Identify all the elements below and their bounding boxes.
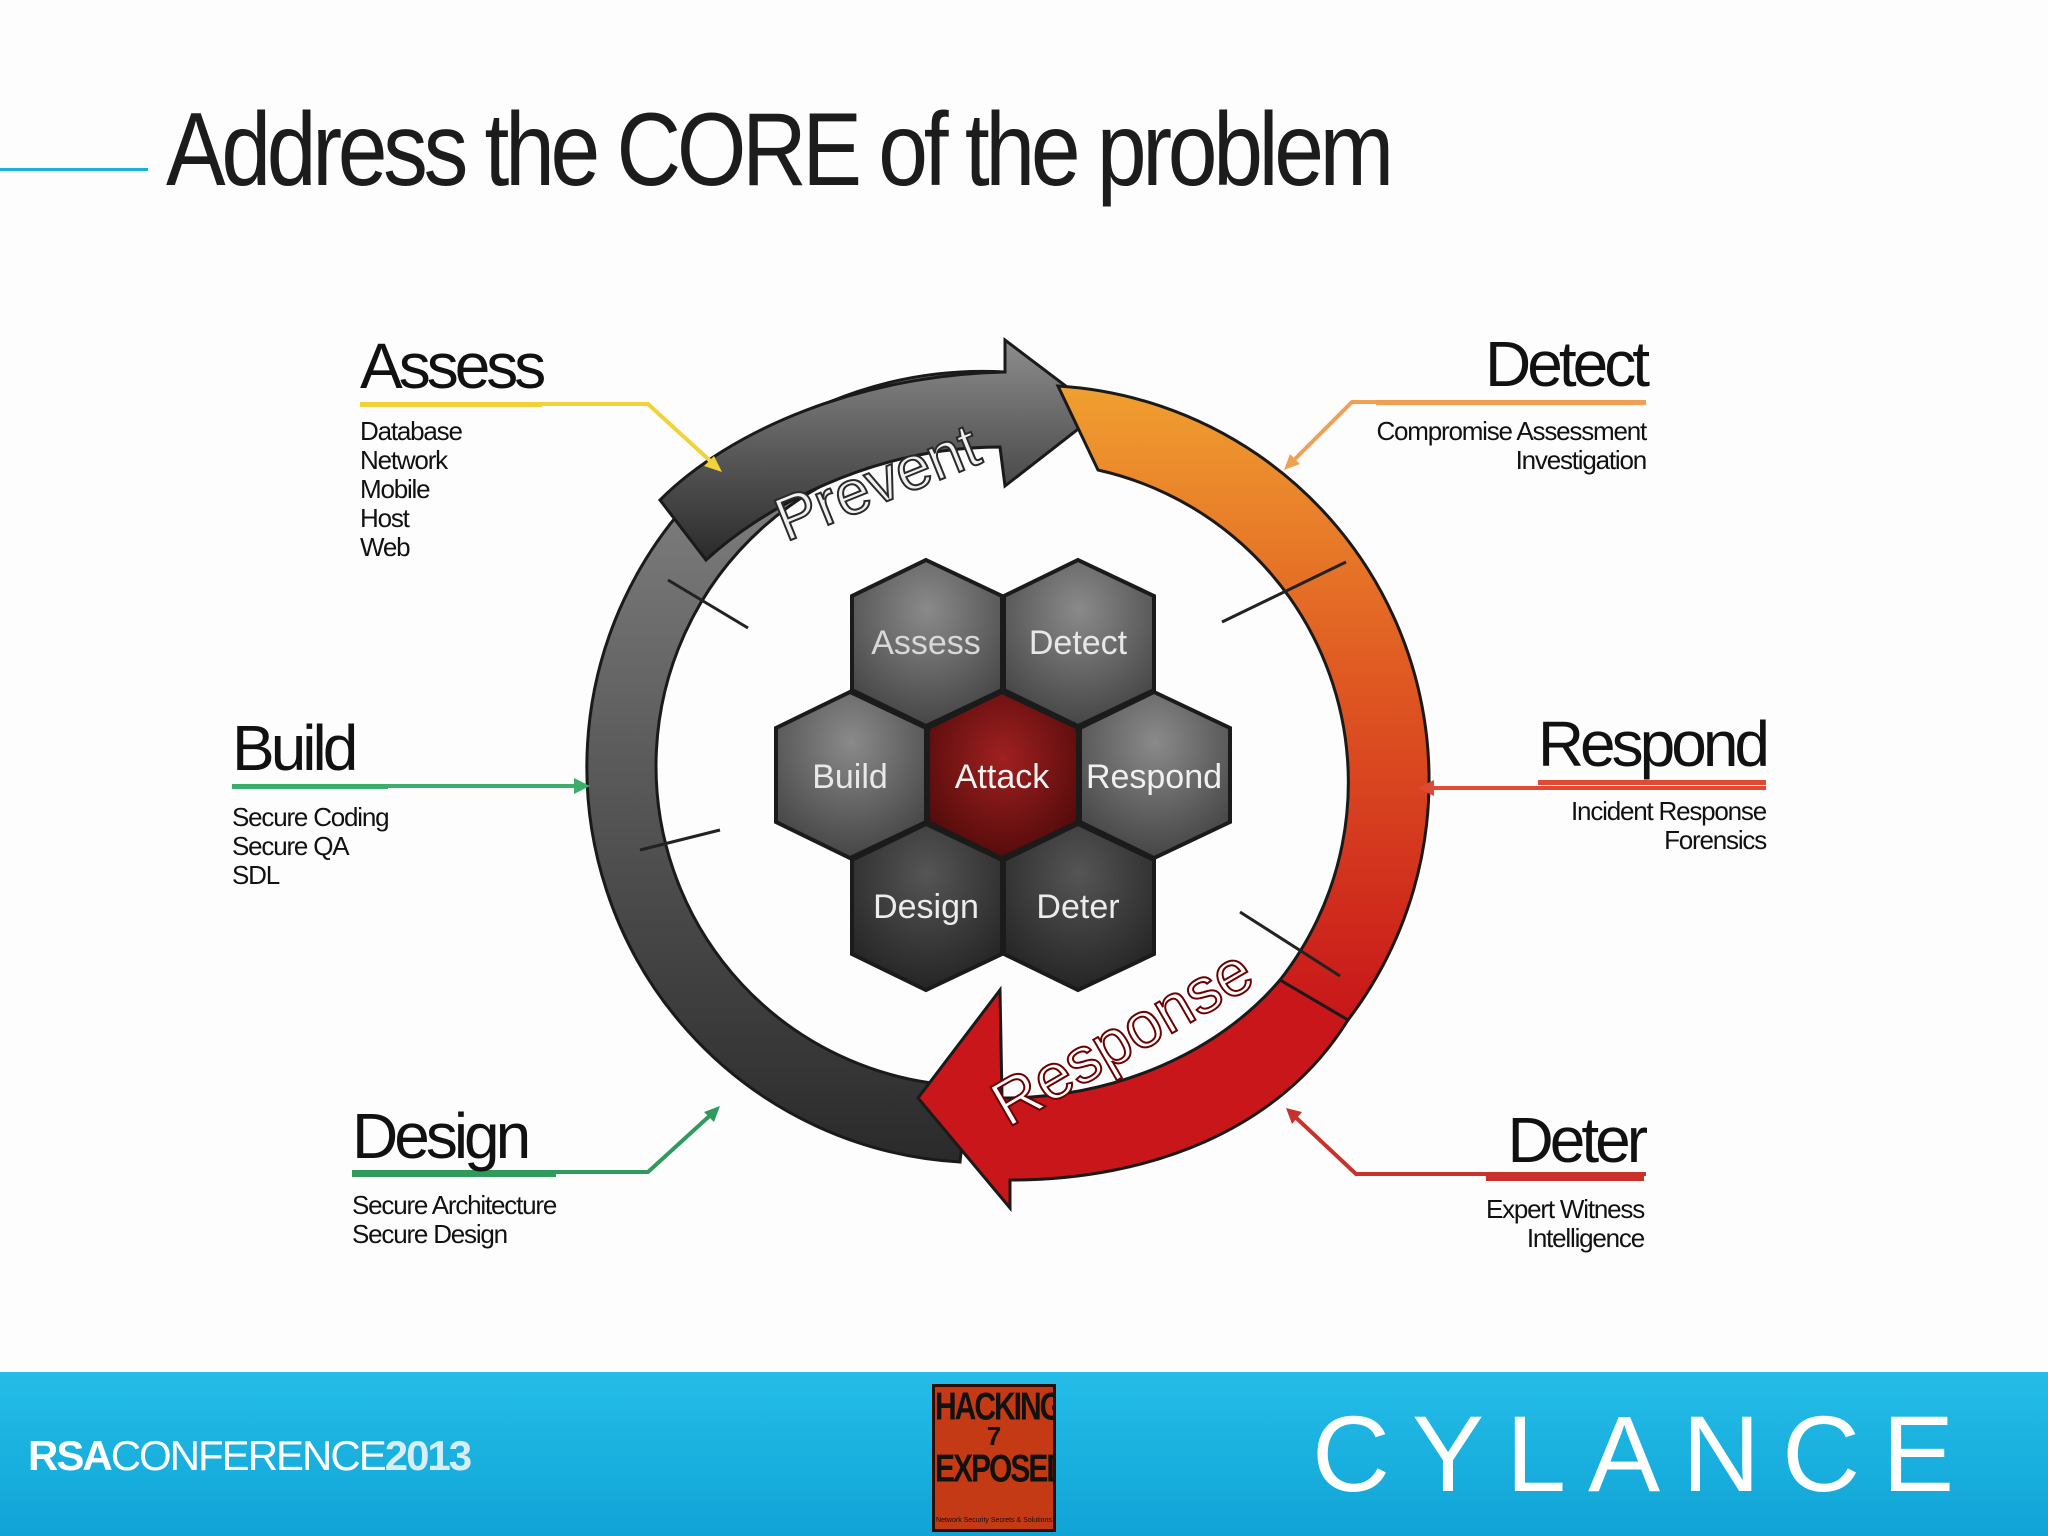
callout-detect: Detect Compromise Assessment Investigati… — [1376, 332, 1646, 475]
callout-item: Investigation — [1376, 446, 1646, 475]
callout-deter: Deter Expert Witness Intelligence — [1486, 1108, 1644, 1253]
hex-detect-label: Detect — [1029, 624, 1128, 662]
hacking-exposed-book-cover: HACKING 7 EXPOSED Network Security Secre… — [932, 1384, 1056, 1532]
book-subtitle: Network Security Secrets & Solutions — [935, 1517, 1053, 1525]
rsa-text: RSA — [28, 1432, 111, 1479]
callout-item: Mobile — [360, 475, 542, 504]
callout-detect-heading: Detect — [1376, 332, 1646, 405]
hex-attack-label: Attack — [955, 758, 1050, 796]
callout-design: Design Secure Architecture Secure Design — [352, 1104, 556, 1249]
book-title-line1: HACKING — [935, 1389, 1053, 1428]
callout-item: Incident Response — [1538, 797, 1766, 826]
callout-item: Compromise Assessment — [1376, 417, 1646, 446]
rsa-conference-logo: RSACONFERENCE2013 — [28, 1432, 470, 1480]
hex-design: Design — [852, 824, 1002, 990]
callout-respond-heading: Respond — [1538, 712, 1766, 785]
callout-item: Expert Witness — [1486, 1195, 1644, 1224]
hex-deter-label: Deter — [1036, 888, 1119, 926]
conference-text: CONFERENCE — [111, 1432, 385, 1479]
callout-item: Secure Design — [352, 1220, 556, 1249]
callout-assess-heading: Assess — [360, 334, 542, 407]
hex-deter: Deter — [1004, 824, 1154, 990]
callout-respond-items: Incident Response Forensics — [1538, 797, 1766, 855]
hex-build-label: Build — [812, 758, 888, 796]
callout-design-heading: Design — [352, 1104, 556, 1177]
callout-assess: Assess Database Network Mobile Host Web — [360, 334, 542, 562]
hex-design-label: Design — [873, 888, 979, 926]
callout-item: Secure QA — [232, 832, 388, 861]
callout-deter-items: Expert Witness Intelligence — [1486, 1195, 1644, 1253]
callout-item: Forensics — [1538, 826, 1766, 855]
callout-build-items: Secure Coding Secure QA SDL — [232, 803, 388, 890]
callout-item: SDL — [232, 861, 388, 890]
callout-build-heading: Build — [232, 716, 388, 789]
hex-respond-label: Respond — [1086, 758, 1222, 796]
callout-item: Database — [360, 417, 542, 446]
callout-item: Network — [360, 446, 542, 475]
book-title-line2: EXPOSED — [935, 1451, 1053, 1490]
callout-build: Build Secure Coding Secure QA SDL — [232, 716, 388, 890]
callout-respond: Respond Incident Response Forensics — [1538, 712, 1766, 855]
hex-assess-label: Assess — [871, 624, 981, 662]
callout-item: Web — [360, 533, 542, 562]
callout-item: Secure Architecture — [352, 1191, 556, 1220]
callout-item: Secure Coding — [232, 803, 388, 832]
conference-year: 2013 — [385, 1432, 470, 1479]
callout-item: Host — [360, 504, 542, 533]
callout-detect-items: Compromise Assessment Investigation — [1376, 417, 1646, 475]
callout-deter-heading: Deter — [1486, 1108, 1644, 1181]
cylance-logo: CYLANCE — [1312, 1400, 1976, 1508]
callout-item: Intelligence — [1486, 1224, 1644, 1253]
hex-respond: Respond — [1080, 692, 1230, 858]
callout-assess-items: Database Network Mobile Host Web — [360, 417, 542, 562]
callout-design-items: Secure Architecture Secure Design — [352, 1191, 556, 1249]
